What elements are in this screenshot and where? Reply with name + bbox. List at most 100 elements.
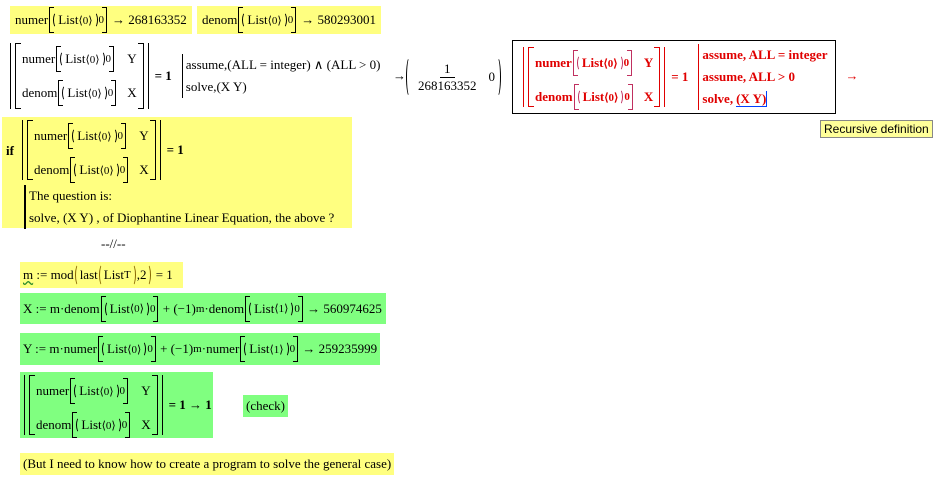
list-var: List <box>79 383 100 398</box>
arrow: → <box>112 12 126 27</box>
col-index: ⟨0⟩ <box>99 385 114 398</box>
sub-index: 0 <box>149 302 156 315</box>
var-x: X <box>643 89 654 104</box>
sub-index: 0 <box>119 164 126 176</box>
var-x: X <box>127 85 137 100</box>
if-keyword: if <box>6 143 14 158</box>
denom-fn: denom <box>34 162 70 177</box>
solve-keyword: solve, <box>702 91 734 106</box>
numer-fn: numer <box>34 128 68 143</box>
paren: List⟨1⟩ <box>244 341 289 357</box>
var-x: X <box>141 417 151 432</box>
sub-index: 0 <box>624 91 630 103</box>
mod-fn: := mod <box>36 267 74 282</box>
solve-keyword: solve,(X Y) <box>185 79 247 94</box>
sub-index: 0 <box>98 14 105 26</box>
sub-index: 0 <box>294 302 300 315</box>
col-index: ⟨0⟩ <box>78 14 93 27</box>
index-bracket: List⟨0⟩0 <box>68 123 126 149</box>
list-var: List <box>107 341 128 356</box>
var-x: X <box>139 162 149 177</box>
index-bracket: List⟨0⟩0 <box>238 7 297 33</box>
solve-vars-editing[interactable]: (X Y) <box>736 91 768 107</box>
sign-term: + (−1) <box>160 341 194 356</box>
arrow: → <box>301 12 315 27</box>
col-index: ⟨0⟩ <box>127 343 142 356</box>
paren: List⟨0⟩ <box>62 85 108 101</box>
denominator: 268163352 <box>418 77 477 93</box>
col-index: ⟨0⟩ <box>101 419 116 432</box>
denom-fn: denom <box>202 12 238 27</box>
sub-index: 0 <box>121 419 128 431</box>
list-var: List <box>103 267 124 282</box>
last-fn: last <box>79 267 98 282</box>
check-result: = 1 → 1 <box>168 397 212 412</box>
col-index: ⟨0⟩ <box>604 91 619 104</box>
assume-integer: assume, ALL = integer <box>702 47 828 62</box>
sub-index: 0 <box>289 343 296 355</box>
equals-one: = 1 <box>154 68 172 83</box>
index-bracket: List⟨0⟩0 <box>572 50 633 76</box>
question-line-1: The question is: <box>29 188 113 203</box>
symbolic-keywords: assume, ALL = integer assume, ALL > 0 so… <box>698 44 828 110</box>
index-bracket: List⟨0⟩0 <box>70 378 128 404</box>
list-var: List <box>247 12 268 27</box>
arrow: → <box>845 68 859 83</box>
index-bracket: List⟨0⟩0 <box>100 295 159 322</box>
y-definition[interactable]: Y := m·numer List⟨0⟩0 + (−1)m·numer List… <box>20 333 380 365</box>
sub-index: 0 <box>107 87 114 99</box>
numer-fn: numer <box>22 51 56 66</box>
x-result: → 560974625 <box>307 300 382 316</box>
col-index: ⟨0⟩ <box>97 130 112 143</box>
col-index: ⟨0⟩ <box>129 303 144 315</box>
index-bracket: List⟨0⟩0 <box>72 412 131 438</box>
list-var: List <box>254 300 275 316</box>
numerator: 1 <box>440 61 455 78</box>
denom-evaluation[interactable]: denom List⟨0⟩0 → 580293001 <box>197 6 381 34</box>
col-index: ⟨0⟩ <box>87 87 102 100</box>
paren: List⟨0⟩ <box>74 162 120 178</box>
sub-index: 0 <box>147 343 153 355</box>
numer-evaluation[interactable]: numer List⟨0⟩0 → 268163352 <box>10 6 192 34</box>
paren: List⟨0⟩ <box>74 383 119 399</box>
assume-positive: assume, ALL > 0 <box>702 69 796 84</box>
m-result: = 1 <box>155 267 173 282</box>
col-index: ⟨0⟩ <box>267 14 282 27</box>
list-var: List <box>67 85 88 100</box>
assume-keyword: assume,(ALL = integer) ∧ (ALL > 0) <box>185 57 381 72</box>
list-var: List <box>109 300 130 316</box>
paren: List⟨0⟩ <box>60 51 105 67</box>
index-bracket: List⟨0⟩0 <box>58 80 117 106</box>
footer-note[interactable]: (But I need to know how to create a prog… <box>20 453 395 475</box>
paren: List⟨0⟩ <box>104 300 150 317</box>
col-index: ⟨0⟩ <box>85 53 100 66</box>
col-index: ⟨0⟩ <box>603 57 618 70</box>
question-text: The question is: solve, (X Y) , of Dioph… <box>24 185 334 229</box>
sub-index: 0 <box>119 385 126 397</box>
sign-term: + (−1) <box>162 300 196 316</box>
check-label[interactable]: (check) <box>243 395 288 417</box>
sub-index: 0 <box>117 130 124 142</box>
equals-one: = 1 <box>671 69 689 84</box>
numer-fn: numer <box>36 383 70 398</box>
index-bracket: List⟨0⟩0 <box>573 84 634 110</box>
equals-one: = 1 <box>166 142 184 157</box>
sub-index: 0 <box>105 53 112 65</box>
denom-fn: denom <box>36 417 72 432</box>
x-definition[interactable]: X := m·denom List⟨0⟩0 + (−1)m·denom List… <box>20 293 386 324</box>
paren: List⟨1⟩ <box>249 300 294 317</box>
